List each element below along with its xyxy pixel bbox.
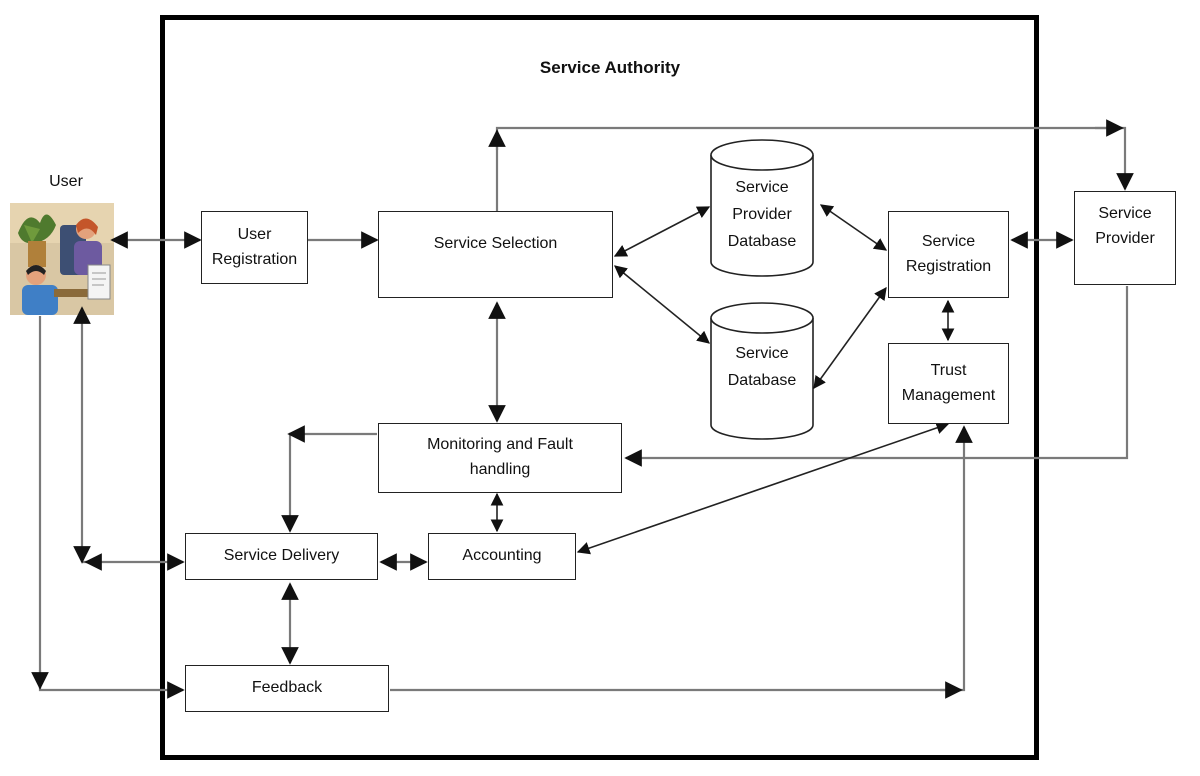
user-illustration	[10, 203, 114, 315]
service-database-label: Service Database	[727, 345, 797, 390]
arrow-monitoring-to-delivery	[281, 432, 377, 533]
diagram-title: Service Authority	[539, 58, 681, 77]
arrow-provider-db-registration	[819, 204, 888, 251]
arrow-accounting-trust	[576, 421, 950, 555]
service-selection-label: Service Selection	[433, 235, 558, 252]
service-provider-box: Service Provider	[1074, 191, 1176, 285]
trust-management-label: Trust Management	[901, 361, 996, 404]
monitoring-fault-handling-label: Monitoring and Fault handling	[427, 436, 573, 478]
service-delivery-box: Service Delivery	[185, 533, 378, 580]
accounting-box: Accounting	[428, 533, 576, 580]
user-label: User	[49, 173, 83, 190]
monitoring-fault-handling-box: Monitoring and Fault handling	[378, 423, 622, 493]
service-selection-box: Service Selection	[378, 211, 613, 298]
service-registration-box: Service Registration	[888, 211, 1009, 298]
arrow-selection-provider-db	[613, 206, 711, 257]
accounting-label: Accounting	[462, 547, 542, 565]
user-registration-box: User Registration	[201, 211, 308, 284]
feedback-label: Feedback	[251, 679, 323, 697]
service-provider-label: Service Provider	[1095, 205, 1155, 247]
service-authority-frame	[160, 15, 1039, 760]
arrow-service-db-registration	[813, 286, 887, 390]
arrow-selection-to-provider	[495, 126, 1134, 211]
arrow-user-to-feedback	[38, 316, 185, 699]
service-delivery-label: Service Delivery	[223, 547, 340, 565]
service-provider-database-shape	[710, 139, 814, 277]
service-provider-database-label: Service Provider Database	[727, 179, 797, 251]
arrow-selection-service-db	[614, 265, 710, 344]
arrow-feedback-to-trust	[390, 425, 973, 692]
trust-management-box: Trust Management	[888, 343, 1009, 424]
feedback-box: Feedback	[185, 665, 389, 712]
arrow-provider-to-monitoring	[624, 286, 1129, 467]
user-registration-label: User Registration	[211, 225, 298, 268]
service-registration-label: Service Registration	[905, 232, 992, 275]
